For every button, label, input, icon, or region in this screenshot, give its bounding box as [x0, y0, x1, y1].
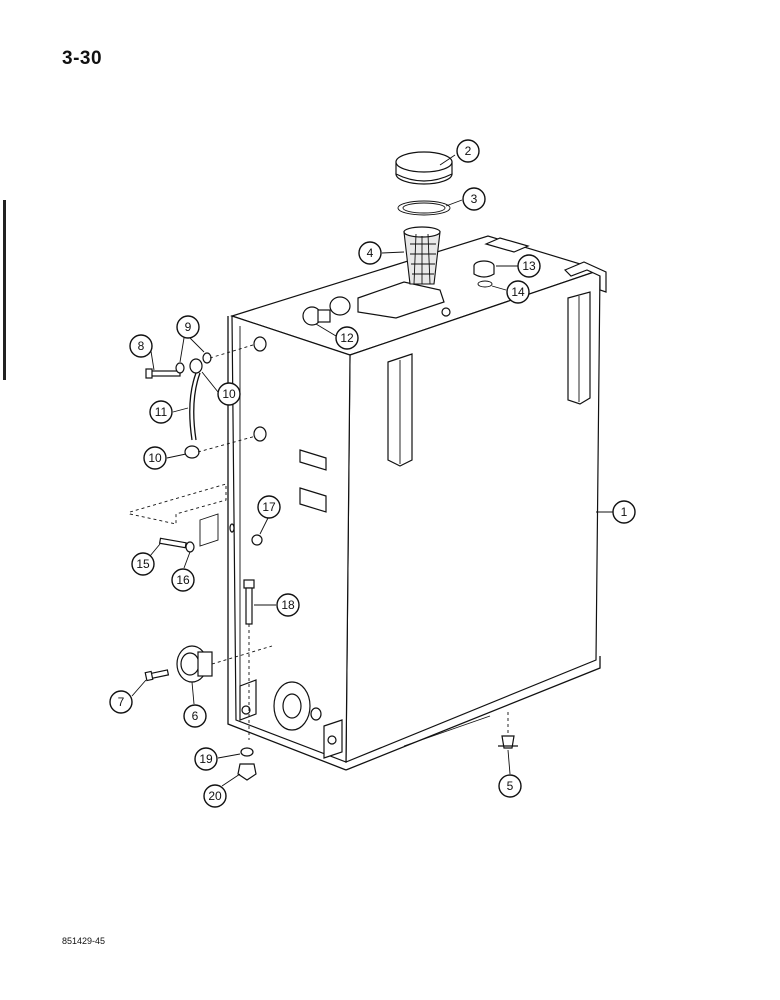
callout-10-upper-label: 10 — [222, 387, 236, 401]
nut-20 — [237, 763, 257, 781]
callout-15-label: 15 — [136, 557, 150, 571]
gasket-ring — [397, 200, 451, 216]
washer-19 — [240, 747, 254, 757]
callout-5: 5 — [498, 774, 522, 798]
nut-17 — [251, 534, 263, 546]
callout-16: 16 — [171, 568, 195, 592]
callout-3: 3 — [462, 187, 486, 211]
callout-8-label: 8 — [138, 339, 145, 353]
callout-10-lower: 10 — [143, 446, 167, 470]
callout-11-label: 11 — [155, 405, 168, 419]
callout-13: 13 — [517, 254, 541, 278]
filler-cap — [395, 151, 453, 185]
callout-13-label: 13 — [522, 259, 536, 273]
hydraulic-tank — [227, 235, 607, 771]
callout-2-label: 2 — [465, 144, 472, 158]
callout-18-label: 18 — [281, 598, 295, 612]
callout-10-lower-label: 10 — [148, 451, 162, 465]
callout-1-label: 1 — [621, 505, 628, 519]
callout-1: 1 — [612, 500, 636, 524]
callout-7-label: 7 — [118, 695, 125, 709]
callout-4: 4 — [358, 241, 382, 265]
callout-9: 9 — [176, 315, 200, 339]
screw-7 — [144, 669, 170, 682]
callout-20: 20 — [203, 784, 227, 808]
callout-7: 7 — [109, 690, 133, 714]
callout-20-label: 20 — [208, 789, 222, 803]
callout-9-label: 9 — [185, 320, 192, 334]
callout-14-label: 14 — [511, 285, 525, 299]
callout-8: 8 — [129, 334, 153, 358]
drawing-code: 851429-45 — [62, 936, 106, 946]
callout-18: 18 — [276, 593, 300, 617]
bolt-15 — [158, 537, 195, 553]
frame-bracket-phantom — [129, 483, 227, 547]
filler-strainer — [403, 226, 441, 285]
callout-12: 12 — [335, 326, 359, 350]
callout-11: 11 — [149, 400, 173, 424]
callout-17: 17 — [257, 495, 281, 519]
bolt-8 — [145, 368, 181, 379]
ground-strap — [184, 358, 203, 459]
callout-4-label: 4 — [367, 246, 374, 260]
callout-14: 14 — [506, 280, 530, 304]
callout-12-label: 12 — [340, 331, 354, 345]
callout-6: 6 — [183, 704, 207, 728]
plug — [302, 306, 331, 326]
sight-gauge — [176, 645, 273, 683]
scan-edge-mark — [3, 200, 6, 380]
callout-2: 2 — [456, 139, 480, 163]
washer-9b — [202, 352, 212, 364]
callout-17-label: 17 — [262, 500, 276, 514]
bolt-18 — [243, 579, 255, 740]
callout-6-label: 6 — [192, 709, 199, 723]
callout-19-label: 19 — [199, 752, 213, 766]
drain-valve — [498, 712, 518, 749]
callout-5-label: 5 — [507, 779, 514, 793]
callout-19: 19 — [194, 747, 218, 771]
callout-10-upper: 10 — [217, 382, 241, 406]
callout-16-label: 16 — [176, 573, 190, 587]
breather — [473, 260, 495, 288]
page-number: 3-30 — [62, 48, 103, 69]
callout-15: 15 — [131, 552, 155, 576]
washer-9a — [175, 362, 185, 374]
callout-3-label: 3 — [471, 192, 478, 206]
